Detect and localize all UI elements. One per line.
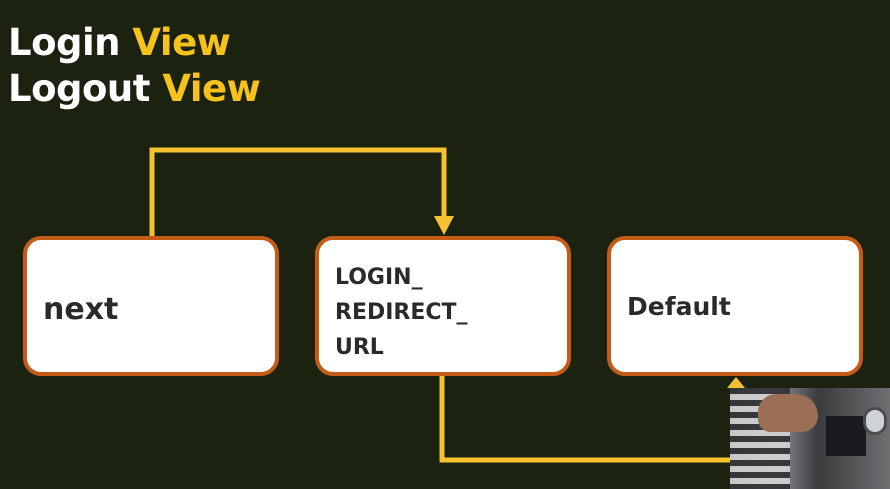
- title-view-accent-2: View: [162, 67, 261, 110]
- node-default: Default: [607, 236, 863, 376]
- connector-next-to-login: [149, 147, 447, 238]
- title-login: Login: [8, 21, 121, 64]
- arrowhead-up: [727, 377, 745, 388]
- slide-title: Login View Logout View: [8, 20, 261, 112]
- title-view-accent: View: [132, 21, 231, 64]
- node-next-label: next: [43, 292, 119, 327]
- presenter-webcam-overlay: [730, 388, 890, 489]
- node-login-redirect-url: LOGIN_ REDIRECT_ URL: [315, 236, 571, 376]
- node-next: next: [23, 236, 279, 376]
- title-logout: Logout: [8, 67, 150, 110]
- arrowhead-down: [434, 216, 454, 235]
- node-login-redirect-url-label: LOGIN_ REDIRECT_ URL: [335, 265, 468, 360]
- title-line-2: Logout View: [8, 66, 261, 112]
- connector-login-to-default: [439, 376, 739, 463]
- microphone-icon: [866, 410, 884, 432]
- title-line-1: Login View: [8, 20, 260, 66]
- node-default-label: Default: [627, 292, 731, 321]
- background-monitor: [826, 416, 866, 456]
- presenter-arm: [758, 394, 818, 432]
